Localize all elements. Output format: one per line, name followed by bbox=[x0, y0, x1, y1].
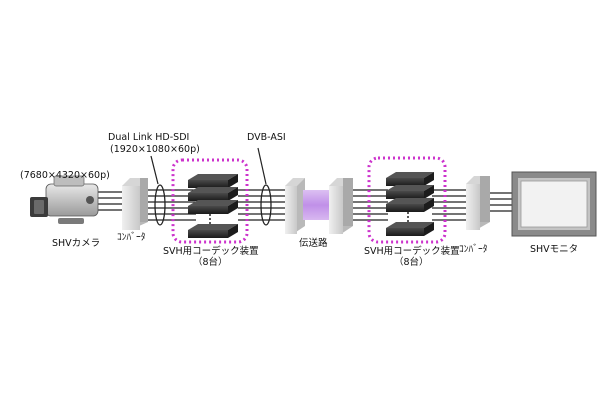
codec-left-count-label: （8台） bbox=[193, 257, 228, 268]
codec-unit bbox=[386, 222, 434, 236]
camera-spec-label: (7680×4320×60p) bbox=[20, 170, 110, 181]
asi-bundle-ellipse bbox=[260, 184, 272, 226]
asi-name-label: DVB-ASI bbox=[247, 132, 286, 143]
codec-unit bbox=[386, 172, 434, 186]
codec-unit bbox=[386, 198, 434, 212]
converter-box-left bbox=[122, 178, 148, 230]
codec-stack-right bbox=[386, 172, 434, 236]
converter-left-label: ｺﾝﾊﾞｰﾀ bbox=[117, 232, 146, 243]
monitor-label: SHVモニタ bbox=[530, 244, 579, 255]
codec-right-label: SVH用コーデック装置 bbox=[364, 246, 460, 257]
codec-left-label: SVH用コーデック装置 bbox=[163, 246, 259, 257]
codec-group-right-outline bbox=[367, 156, 447, 244]
codec-unit bbox=[188, 187, 238, 201]
codec-unit bbox=[188, 174, 238, 188]
link-format-label: (1920×1080×60p) bbox=[110, 144, 200, 155]
codec-unit bbox=[188, 224, 238, 238]
hdsdi-pointer bbox=[150, 155, 159, 185]
codec-unit bbox=[386, 185, 434, 199]
codec-unit bbox=[188, 200, 238, 214]
converter-right-label: ｺﾝﾊﾞｰﾀ bbox=[459, 244, 488, 255]
channel-label: 伝送路 bbox=[299, 238, 328, 249]
asi-pointer bbox=[257, 147, 267, 185]
camera-icon bbox=[30, 175, 99, 224]
camera-label: SHVカメラ bbox=[52, 238, 101, 249]
hdsdi-bundle-ellipse bbox=[154, 184, 166, 226]
monitor-icon bbox=[511, 171, 597, 237]
converter-box-right bbox=[466, 176, 490, 230]
codec-group-left-outline bbox=[171, 158, 249, 244]
converter-to-monitor-lines bbox=[490, 192, 512, 212]
codec-stack-left bbox=[188, 174, 238, 238]
transmission-channel bbox=[285, 178, 353, 234]
hdsdi-lines-right bbox=[432, 189, 466, 221]
codec-right-count-label: （8台） bbox=[394, 257, 429, 268]
link-name-label: Dual Link HD-SDI bbox=[108, 132, 190, 143]
